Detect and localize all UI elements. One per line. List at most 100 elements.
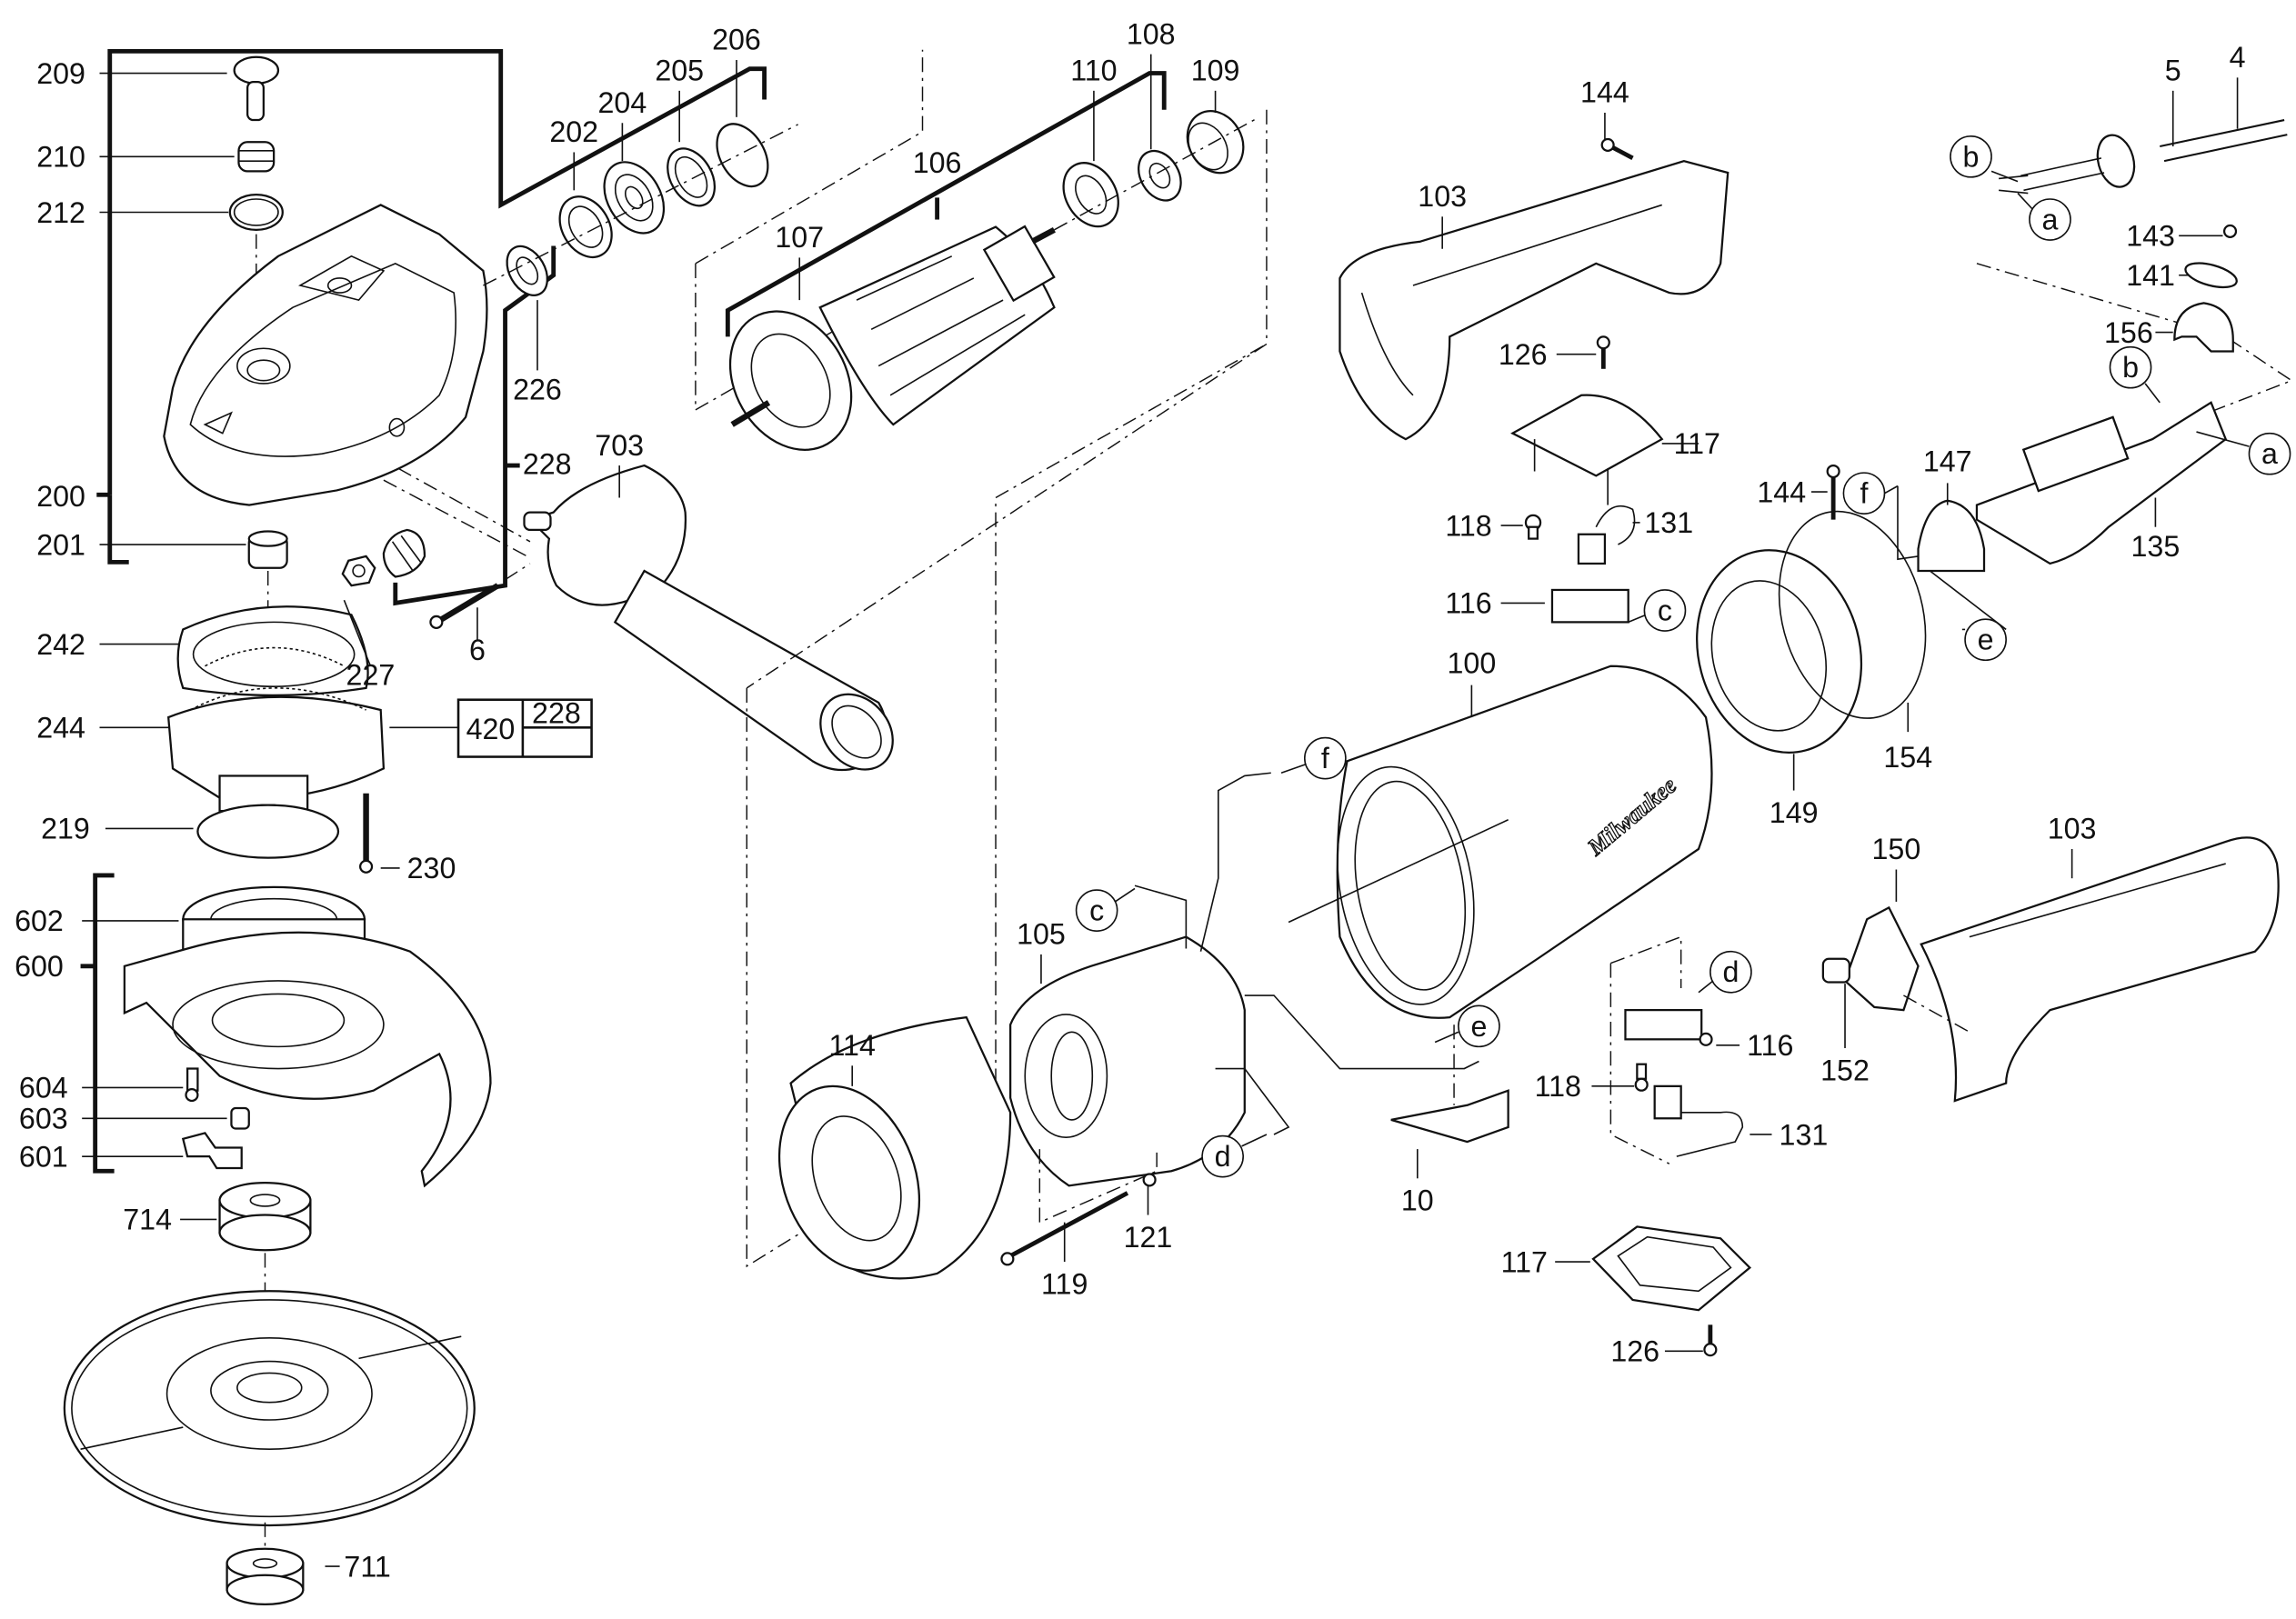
callout-c2: c [1628, 589, 1687, 632]
wheel-guard-part-600 [123, 931, 492, 1188]
part-label-5: 5 [2165, 55, 2181, 87]
part-label-230: 230 [407, 852, 456, 884]
part-label-154: 154 [1883, 741, 1932, 774]
lever-part-601 [181, 1132, 243, 1170]
callout-d1: d [1201, 1134, 1268, 1178]
callout-circle [1842, 472, 1886, 515]
part-label-105: 105 [1017, 918, 1066, 951]
callout-letter-a2: a [2261, 437, 2278, 470]
handle-half-part-103 [1338, 159, 1730, 441]
callout-d2: d [1698, 950, 1752, 994]
spiral-gear-nut-part-226 [506, 245, 548, 296]
part-label-131b: 131 [1780, 1118, 1829, 1151]
lock-button-part-209 [233, 55, 280, 122]
flange-nut-part-711 [226, 1547, 305, 1606]
part-label-6: 6 [469, 634, 486, 666]
gear-head-group [63, 48, 798, 1606]
callout-circle [1950, 135, 1992, 178]
callout-circle [2029, 198, 2071, 241]
part-label-103b: 103 [2048, 813, 2097, 845]
handle-half-part-103-lower [1920, 836, 2280, 1103]
baffle-part-114 [777, 1015, 1012, 1280]
screw-part-604 [185, 1067, 199, 1103]
part-label-209: 209 [36, 57, 85, 90]
part-label-109: 109 [1191, 55, 1240, 87]
screw-part-144 [1600, 137, 1634, 161]
assembly-bracket-228 [393, 245, 556, 606]
callout-circle [1304, 736, 1347, 780]
callout-letter-b2: b [2122, 351, 2139, 384]
callout-b2: b [2109, 345, 2161, 404]
callout-letter-c2: c [1658, 594, 1672, 626]
callout-f1: f [1280, 736, 1347, 780]
spring-part-152 [1821, 957, 1850, 984]
part-label-150: 150 [1872, 833, 1921, 865]
callout-a2: a [2196, 431, 2291, 475]
part-label-118: 118 [1445, 509, 1491, 542]
hex-nut-part-227 [341, 555, 376, 587]
part-label-227: 227 [346, 659, 396, 692]
part-label-210: 210 [36, 141, 85, 174]
brush-holder-part-116 [1550, 588, 1629, 624]
part-label-204: 204 [598, 86, 647, 119]
retaining-ring-part-206 [716, 123, 769, 188]
kit-box-left-label: 420 [466, 713, 516, 745]
screw-part-126 [1596, 335, 1610, 369]
kit-box: 420 228 [389, 696, 593, 758]
part-label-117: 117 [1674, 427, 1720, 460]
part-label-144b: 144 [1757, 475, 1806, 508]
screw-part-230 [359, 793, 374, 874]
part-label-226: 226 [513, 374, 562, 406]
screw-part-126-lower [1703, 1324, 1718, 1357]
needle-bearing-part-201 [247, 530, 288, 569]
end-cap-part-149 [1696, 549, 1863, 754]
callout-leader [1112, 887, 1136, 904]
part-label-114: 114 [829, 1029, 876, 1062]
part-label-119: 119 [1041, 1268, 1088, 1301]
grinding-disc [63, 1290, 476, 1527]
callout-a1: a [2017, 193, 2071, 241]
callout-circle [2109, 345, 2152, 389]
part-label-228: 228 [523, 448, 572, 481]
power-cord-part-4 [2160, 119, 2288, 163]
callout-circle [1201, 1134, 1244, 1178]
part-label-711: 711 [344, 1550, 390, 1583]
part-label-201: 201 [36, 528, 85, 561]
callout-letter-a1: a [2042, 204, 2059, 236]
part-label-147: 147 [1923, 445, 1972, 478]
callout-e2: e [1961, 618, 2007, 662]
part-label-714: 714 [123, 1204, 172, 1236]
brush-holder-part-116-lower [1624, 1008, 1713, 1046]
part-label-202: 202 [549, 115, 598, 148]
callout-letter-d1: d [1215, 1140, 1231, 1173]
part-label-604: 604 [19, 1072, 68, 1104]
inner-flange-part-714 [218, 1182, 312, 1252]
part-label-603: 603 [19, 1103, 68, 1135]
callout-c1: c [1075, 887, 1136, 932]
assembly-bracket-200-bottom [107, 495, 129, 565]
cord-protector-part-147 [1917, 499, 1986, 573]
part-label-219: 219 [41, 813, 90, 845]
gear-housing-cover [163, 204, 488, 506]
part-label-126b: 126 [1610, 1335, 1659, 1368]
callout-letter-e2: e [1978, 624, 1994, 656]
screw-part-118-lower [1634, 1063, 1649, 1092]
gasket-plate-part-242 [176, 605, 369, 696]
switch-part-135 [1975, 401, 2228, 565]
part-label-131: 131 [1644, 506, 1693, 539]
screw-part-143 [2222, 224, 2238, 238]
callout-letter-f1: f [1321, 742, 1329, 775]
ring-part-205 [667, 147, 717, 207]
callout-b1: b [1950, 135, 2019, 183]
assembly-bracket-106 [725, 71, 1167, 337]
callout-circle [1643, 589, 1687, 632]
washer-part-202 [558, 195, 613, 259]
pinion-gear-part-228 [382, 528, 426, 578]
callout-leader [1884, 485, 1899, 495]
assembly-bracket-200 [107, 48, 767, 495]
screw-part-6 [429, 583, 500, 629]
spring-part-603 [230, 1106, 250, 1130]
callout-circle [1709, 950, 1752, 994]
part-label-703: 703 [595, 429, 644, 462]
